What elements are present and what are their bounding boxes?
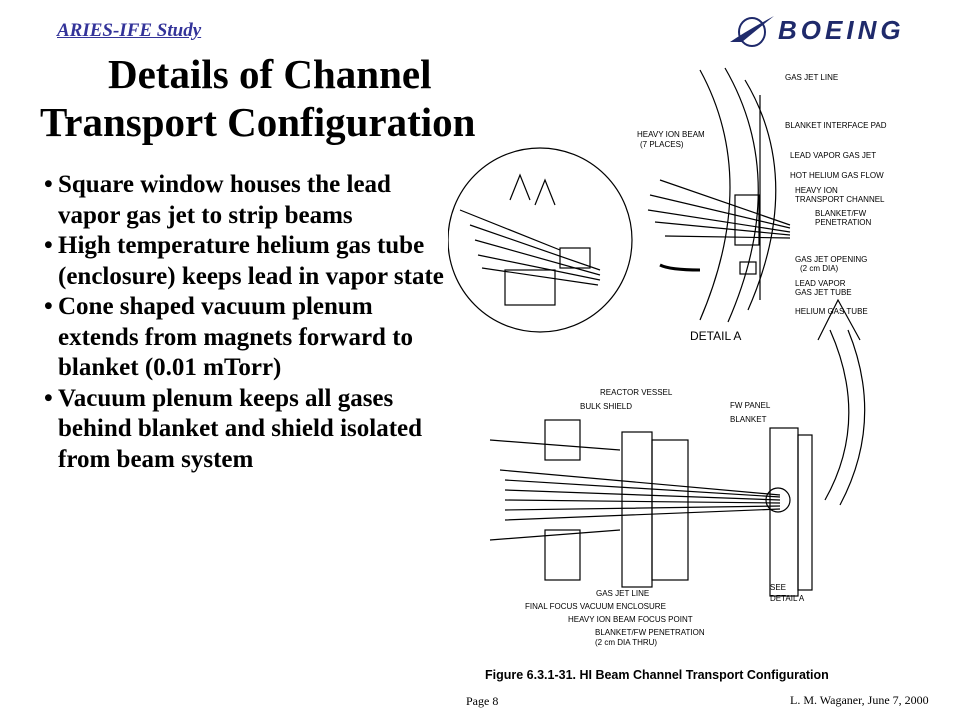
svg-text:BULK SHIELD: BULK SHIELD (580, 402, 632, 411)
boeing-logo: BOEING (728, 12, 933, 50)
study-title: ARIES-IFE Study (57, 20, 202, 41)
detail-a-drawing (448, 67, 866, 506)
svg-text:(2 cm DIA THRU): (2 cm DIA THRU) (595, 638, 657, 647)
svg-text:BLANKET INTERFACE PAD: BLANKET INTERFACE PAD (785, 121, 887, 130)
svg-text:HEAVY ION BEAM FOCUS POINT: HEAVY ION BEAM FOCUS POINT (568, 615, 693, 624)
svg-text:(7 PLACES): (7 PLACES) (640, 140, 684, 149)
svg-text:HELIUM GAS TUBE: HELIUM GAS TUBE (795, 307, 868, 316)
svg-text:FINAL FOCUS VACUUM ENCLOSURE: FINAL FOCUS VACUUM ENCLOSURE (525, 602, 666, 611)
svg-text:HEAVY ION BEAM: HEAVY ION BEAM (637, 130, 705, 139)
bullet-item: •Square window houses the lead vapor gas… (44, 171, 391, 229)
title-line-2: Transport Configuration (40, 99, 476, 145)
svg-text:HEAVY ION: HEAVY ION (795, 186, 838, 195)
svg-text:LEAD VAPOR GAS JET: LEAD VAPOR GAS JET (790, 151, 876, 160)
bullet-item: •Cone shaped vacuum plenum extends from … (44, 293, 414, 381)
svg-text:GAS JET LINE: GAS JET LINE (785, 73, 838, 82)
svg-text:REACTOR VESSEL: REACTOR VESSEL (600, 388, 673, 397)
bullet-list: •Square window houses the lead vapor gas… (44, 170, 444, 475)
svg-text:PENETRATION: PENETRATION (815, 218, 872, 227)
bullet-item: •High temperature helium gas tube (enclo… (44, 232, 444, 290)
svg-text:HOT HELIUM GAS FLOW: HOT HELIUM GAS FLOW (790, 171, 884, 180)
svg-text:BLANKET/FW PENETRATION: BLANKET/FW PENETRATION (595, 628, 705, 637)
page-number: Page 8 (466, 694, 499, 708)
page-title: Details of Channel Transport Configurati… (40, 50, 560, 146)
svg-text:LEAD VAPOR: LEAD VAPOR (795, 279, 846, 288)
detail-a-labels: GAS JET LINE HEAVY ION BEAM (7 PLACES) B… (637, 73, 887, 343)
svg-text:DETAIL A: DETAIL A (770, 594, 805, 603)
svg-text:BLANKET: BLANKET (730, 415, 767, 424)
boeing-wordmark: BOEING (778, 15, 905, 45)
svg-text:SEE: SEE (770, 583, 786, 592)
svg-text:DETAIL A: DETAIL A (690, 329, 741, 343)
section-drawing (489, 419, 813, 597)
author-date: L. M. Waganer, June 7, 2000 (790, 693, 929, 707)
boeing-symbol-icon (730, 16, 774, 47)
svg-text:GAS JET OPENING: GAS JET OPENING (795, 255, 867, 264)
figure-caption: Figure 6.3.1-31. HI Beam Channel Transpo… (485, 668, 829, 682)
svg-text:GAS JET TUBE: GAS JET TUBE (795, 288, 852, 297)
svg-text:FW PANEL: FW PANEL (730, 401, 771, 410)
title-line-1: Details of Channel (108, 51, 432, 97)
section-labels: REACTOR VESSEL BULK SHIELD FW PANEL BLAN… (525, 388, 805, 647)
svg-text:GAS JET LINE: GAS JET LINE (596, 589, 649, 598)
beam-channel-figure: GAS JET LINE HEAVY ION BEAM (7 PLACES) B… (448, 67, 887, 647)
svg-text:BLANKET/FW: BLANKET/FW (815, 209, 867, 218)
svg-text:TRANSPORT CHANNEL: TRANSPORT CHANNEL (795, 195, 885, 204)
svg-text:(2 cm DIA): (2 cm DIA) (800, 264, 839, 273)
bullet-item: •Vacuum plenum keeps all gases behind bl… (44, 384, 423, 473)
